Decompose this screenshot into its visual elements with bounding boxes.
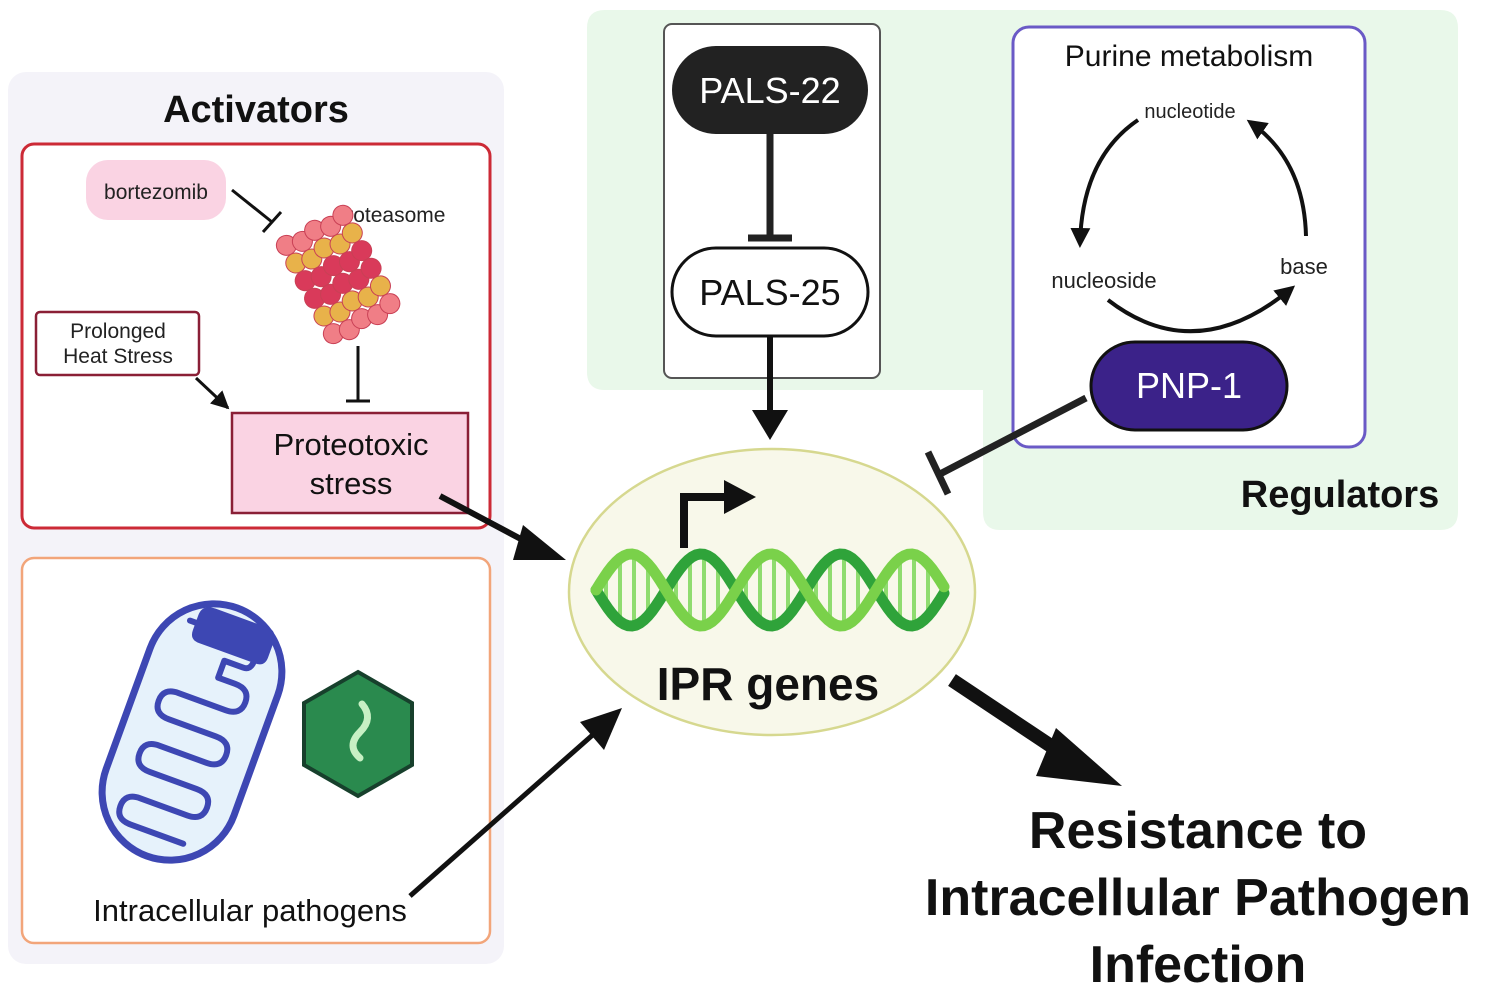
pathogens-to-ipr-arrow: [408, 730, 598, 898]
proteotoxic-to-ipr-arrow: [438, 493, 536, 549]
pathogens-to-ipr-arrowhead: [580, 708, 622, 750]
base-to-nucleotide-arrow: [1246, 119, 1308, 237]
heat-stress-label-1: Prolonged: [70, 320, 166, 343]
mitochondrion-icon: [98, 600, 286, 864]
activators-heading: Activators: [163, 89, 349, 131]
dna-helix-icon: [590, 548, 950, 632]
pnp1-inhibition-line: [938, 394, 1088, 478]
proteotoxic-stress-box: [230, 411, 470, 515]
heat-stress-label-2: Heat Stress: [63, 345, 173, 368]
outcome-line-3: Infection: [1090, 936, 1307, 991]
pathogens-label: Intracellular pathogens: [93, 893, 407, 928]
regulators-heading: Regulators: [1241, 474, 1439, 516]
pnp1-pill: [1089, 340, 1289, 432]
bortezomib-inhibition-bar: [261, 210, 283, 234]
pnp1-inhibition-bar: [924, 450, 952, 496]
proteasome-label: proteasome: [335, 204, 446, 227]
pnp1-label: PNP-1: [1136, 365, 1242, 406]
nucleotide-label: nucleotide: [1144, 101, 1235, 123]
nucleotide-to-nucleoside-arrow: [1070, 118, 1140, 248]
proteasome-icon: [275, 204, 401, 345]
bortezomib-pill: [86, 160, 226, 220]
bortezomib-inhibition-line: [231, 188, 273, 224]
heat-stress-box: [34, 310, 201, 377]
nucleoside-to-base-arrow: [1106, 285, 1296, 334]
outcome-line-1: Resistance to: [1029, 802, 1367, 860]
base-label: base: [1280, 254, 1328, 279]
outcome-line-2: Intracellular Pathogen: [925, 869, 1471, 927]
nucleoside-label: nucleoside: [1051, 268, 1156, 293]
pals25-activation-arrowhead: [752, 410, 788, 440]
pals25-label: PALS-25: [699, 272, 840, 313]
purine-metabolism-box: [1011, 25, 1367, 449]
intracellular-pathogen-icon: [302, 669, 414, 799]
proteotoxic-label-1: Proteotoxic: [273, 427, 428, 462]
pals22-pill: [672, 46, 868, 134]
proteotoxic-label-2: stress: [310, 466, 393, 501]
ipr-genes-label: IPR genes: [657, 658, 879, 710]
proteotoxic-to-ipr-arrowhead: [513, 525, 566, 560]
purine-metabolism-title: Purine metabolism: [1065, 40, 1313, 73]
pals22-label: PALS-22: [699, 70, 840, 111]
bortezomib-label: bortezomib: [104, 181, 208, 204]
ipr-to-resistance-arrowhead: [1036, 728, 1122, 786]
heat-stress-arrow: [194, 376, 230, 410]
transcription-start-icon: [680, 480, 756, 548]
